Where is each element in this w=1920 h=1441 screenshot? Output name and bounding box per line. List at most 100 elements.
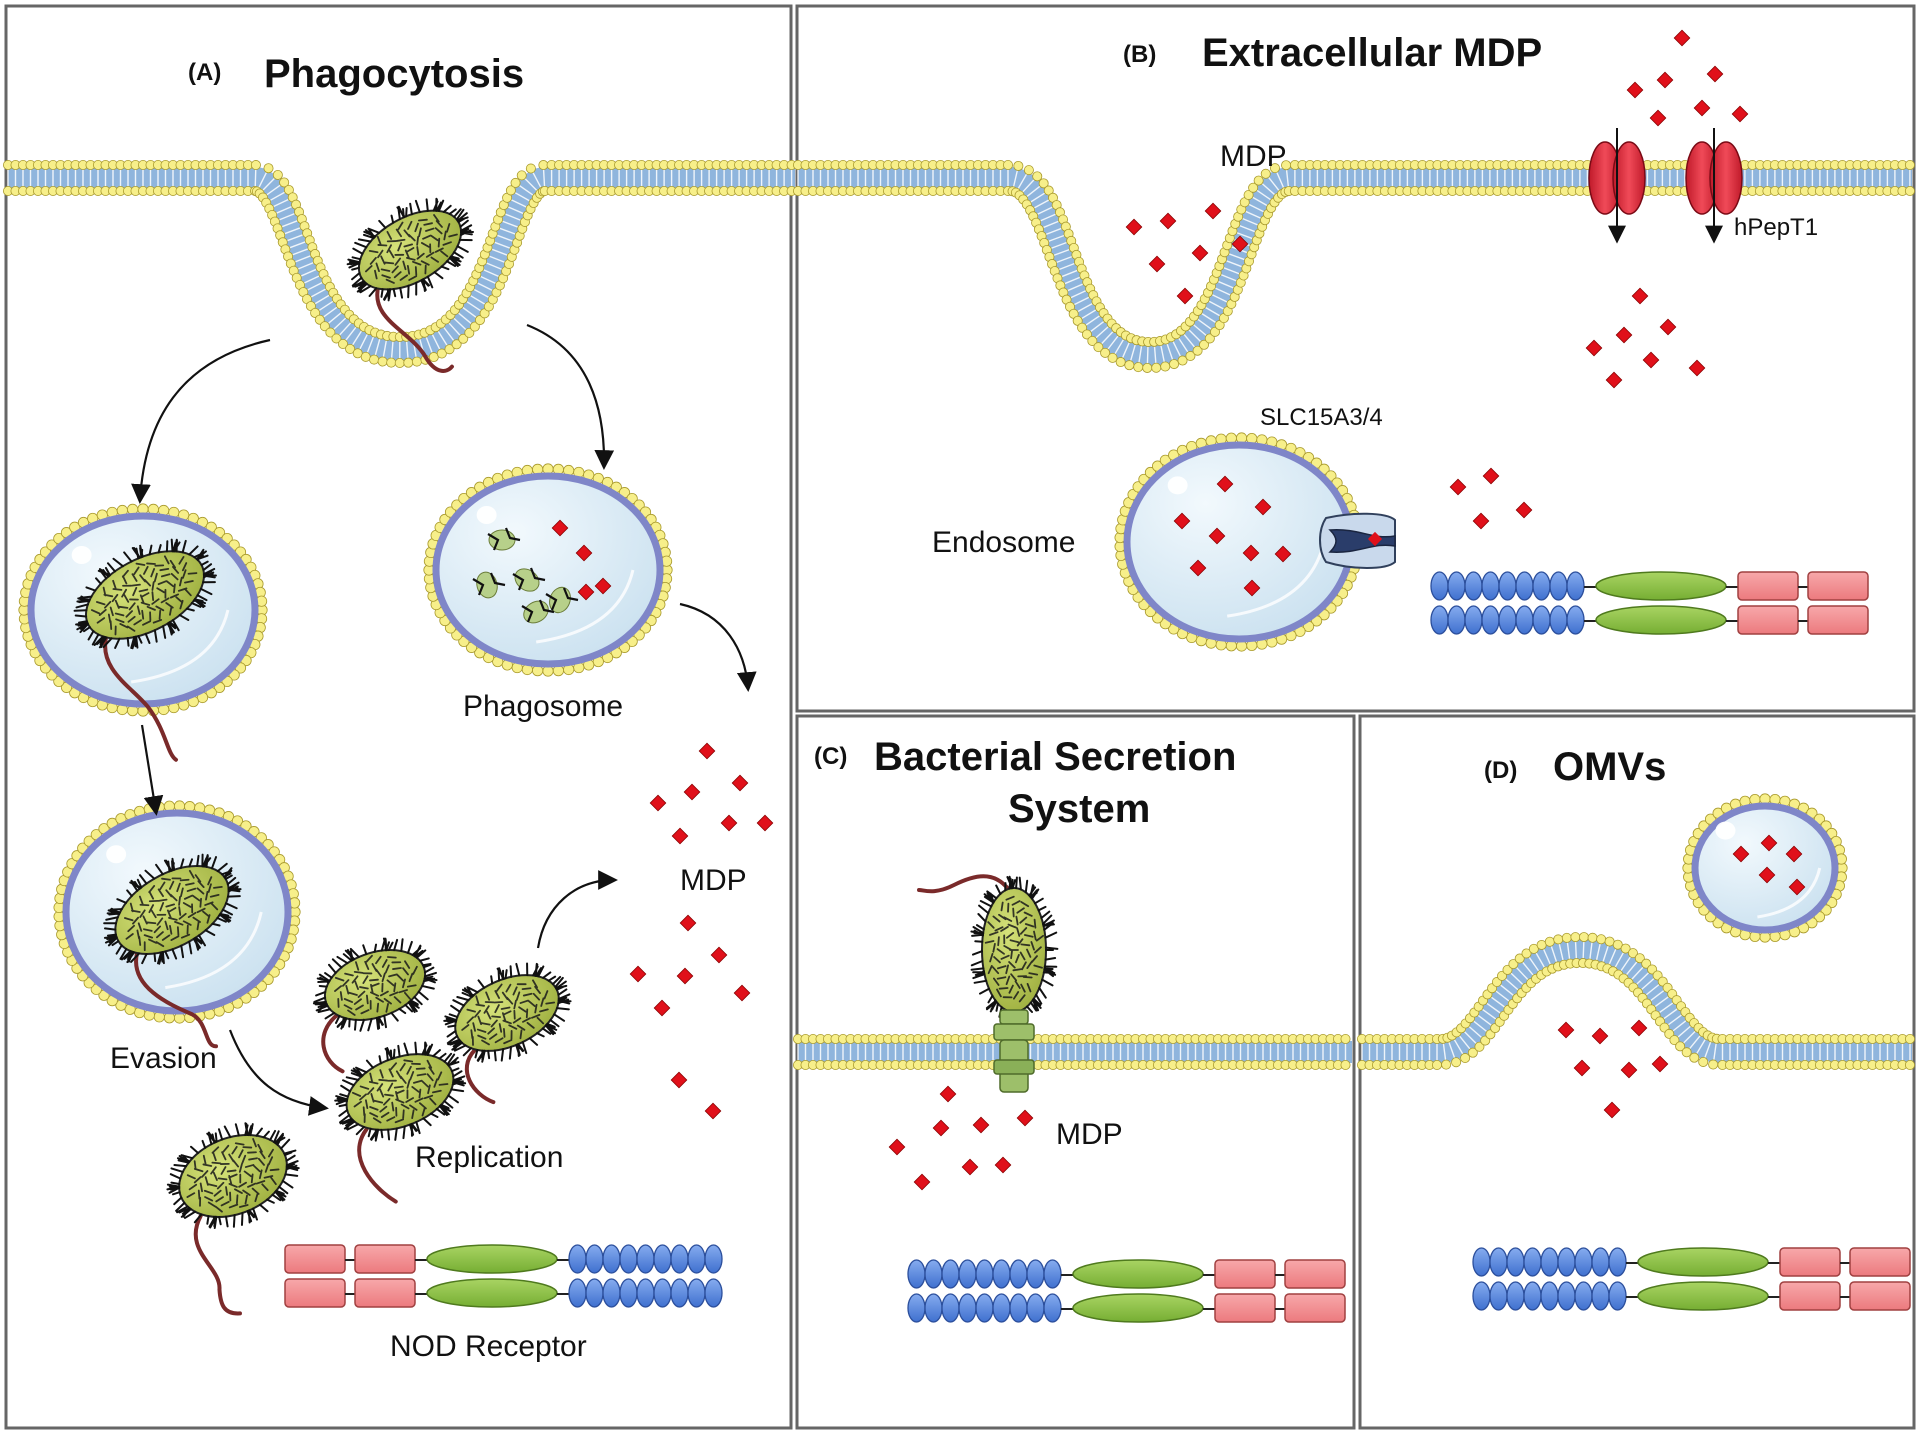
mdp-molecule [1642, 351, 1660, 369]
endosome-label: Endosome [932, 526, 1075, 559]
transporters-layer [993, 128, 1743, 1093]
mdp-molecule [913, 1173, 931, 1191]
lrr-domain [975, 1293, 994, 1323]
lrr-domain [1574, 1247, 1593, 1277]
lrr-domain [619, 1278, 638, 1308]
mdp-molecule [1585, 339, 1603, 357]
nbd-domain [1637, 1281, 1769, 1311]
slc15a-label: SLC15A3/4 [1260, 404, 1383, 431]
mdp-molecule [698, 742, 716, 760]
arrow-to-phagosome [526, 323, 615, 470]
lrr-domain [1540, 1247, 1559, 1277]
card-domain [1779, 1247, 1841, 1277]
nod-receptors-layer [284, 571, 1911, 1323]
lrr-domain [1009, 1259, 1028, 1289]
panel-c-label: (C) [814, 743, 847, 770]
nod-receptor-panel-d [1472, 1247, 1911, 1311]
lrr-domain [907, 1293, 926, 1323]
lrr-domain [585, 1278, 604, 1308]
nod-receptor-panel-a [284, 1244, 723, 1308]
lrr-domain [1574, 1281, 1593, 1311]
panel-c-title-line2: System [1008, 787, 1150, 831]
mdp-label-a: MDP [680, 864, 747, 897]
hpept1-label: hPepT1 [1734, 214, 1818, 241]
nbd-domain [1072, 1259, 1204, 1289]
mdp-layer [551, 29, 1806, 1191]
mdp-molecule [679, 914, 697, 932]
mdp-molecule [1125, 218, 1143, 236]
mdp-molecule [1254, 498, 1272, 516]
hpept1-transporter-2 [1685, 128, 1743, 244]
bacteria-layer [73, 197, 1059, 1316]
lrr-domain [704, 1244, 723, 1274]
mdp-molecule [1242, 544, 1260, 562]
mdp-molecule [1148, 255, 1166, 273]
lrr-domain [1608, 1281, 1627, 1311]
digested-bacteria-fragments [472, 527, 579, 624]
mdp-molecule [1173, 512, 1191, 530]
bacterium-replicating-3 [334, 1041, 467, 1204]
lrr-domain [1464, 571, 1483, 601]
replication-label: Replication [415, 1141, 563, 1174]
arrow-evasion-to-replication [228, 1029, 329, 1116]
card-domain [1849, 1281, 1911, 1311]
mdp-molecule [1016, 1109, 1034, 1127]
nod-receptor-panel-c [907, 1259, 1346, 1323]
mdp-molecule [1591, 1027, 1609, 1045]
panel-d-label: (D) [1484, 757, 1517, 784]
mdp-molecule [1785, 845, 1803, 863]
lrr-domain [619, 1244, 638, 1274]
mdp-molecule [1189, 559, 1207, 577]
mdp-molecule [1449, 478, 1467, 496]
mdp-molecule [1788, 878, 1806, 896]
evasion-label: Evasion [110, 1042, 217, 1075]
lrr-domain [1472, 1247, 1491, 1277]
mdp-molecule [1208, 527, 1226, 545]
lrr-domain [1523, 1281, 1542, 1311]
lrr-domain [1523, 1247, 1542, 1277]
card-domain [1807, 605, 1869, 635]
mdp-molecule [1159, 212, 1177, 230]
lrr-domain [704, 1278, 723, 1308]
lrr-domain [1515, 605, 1534, 635]
mdp-molecule [1515, 501, 1533, 519]
lrr-domain [636, 1244, 655, 1274]
membrane-panel-c [793, 1034, 1352, 1071]
lrr-domain [687, 1278, 706, 1308]
mdp-molecule [1731, 105, 1749, 123]
mdp-molecule [1630, 1019, 1648, 1037]
lrr-domain [1515, 571, 1534, 601]
lrr-domain [924, 1259, 943, 1289]
mdp-molecule [575, 544, 593, 562]
mdp-molecule [653, 999, 671, 1017]
lrr-domain [1489, 1247, 1508, 1277]
lrr-domain [1557, 1247, 1576, 1277]
lrr-domain [1026, 1293, 1045, 1323]
mdp-molecule [1367, 531, 1383, 547]
mdp-molecule [731, 774, 749, 792]
mdp-molecule [1693, 99, 1711, 117]
card-domain [1779, 1281, 1841, 1311]
mdp-molecule [551, 519, 569, 537]
mdp-molecule [1603, 1101, 1621, 1119]
lrr-domain [1043, 1293, 1062, 1323]
mdp-molecule [1573, 1059, 1591, 1077]
arrow-replication-to-mdp [536, 870, 618, 949]
secretion-system-apparatus [993, 1009, 1035, 1093]
mdp-molecule [1688, 359, 1706, 377]
lrr-domain [1549, 571, 1568, 601]
card-domain [1284, 1293, 1346, 1323]
lrr-domain [1498, 571, 1517, 601]
mdp-molecule [961, 1158, 979, 1176]
mdp-molecule [1651, 1055, 1669, 1073]
panel-b-title: Extracellular MDP [1202, 31, 1542, 75]
mdp-molecule [733, 984, 751, 1002]
card-domain [1849, 1247, 1911, 1277]
mdp-molecule [629, 965, 647, 983]
mdp-molecule [671, 827, 689, 845]
lrr-domain [1557, 1281, 1576, 1311]
arrow-to-evasion-vesicle [131, 338, 271, 504]
mdp-molecule [1482, 467, 1500, 485]
